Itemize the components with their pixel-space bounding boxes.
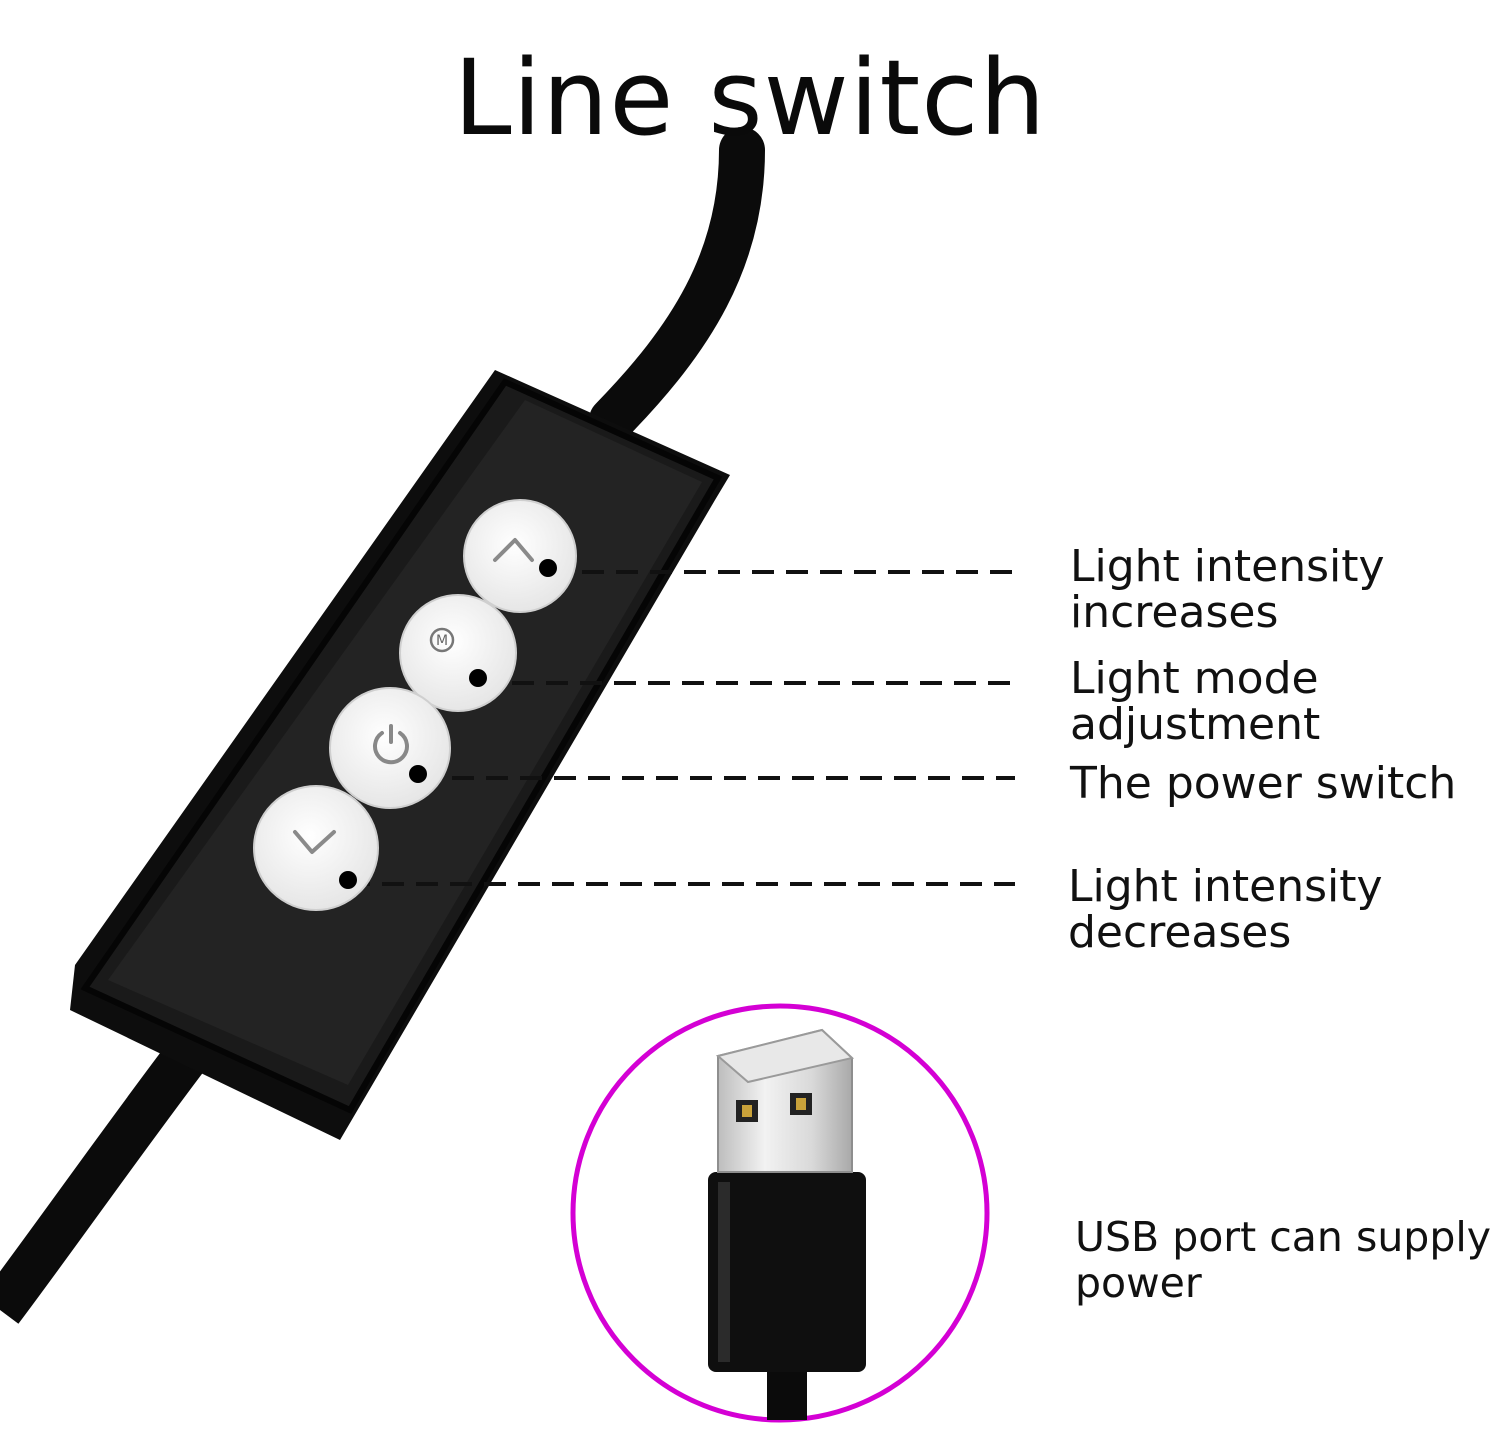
mode-m-icon: M [429, 627, 455, 653]
button-light-up[interactable] [463, 499, 577, 613]
usb-inset [570, 1003, 990, 1423]
chevron-up-icon [493, 538, 534, 562]
callout-line-2: power [1075, 1259, 1202, 1307]
callout-line-1: Light mode [1070, 653, 1319, 704]
callout-line-2: decreases [1068, 907, 1292, 958]
page-title: Line switch [453, 37, 1047, 159]
callout-usb-power: USB port can supply power [1075, 1214, 1491, 1306]
button-mode[interactable]: M [399, 594, 517, 712]
callout-line-1: USB port can supply [1075, 1213, 1492, 1261]
usb-plug-icon [708, 1028, 866, 1420]
power-icon [373, 724, 409, 765]
mode-m-glyph: M [436, 633, 448, 649]
callout-line-1: The power switch [1070, 758, 1457, 809]
cable-bottom [0, 1031, 214, 1324]
button-power[interactable] [329, 687, 451, 809]
callout-line-1: Light intensity [1068, 861, 1383, 912]
button-light-down[interactable] [253, 785, 379, 911]
callout-light-mode-adjustment: Light mode adjustment [1070, 656, 1320, 748]
leader-lines [348, 570, 1015, 886]
callout-power-switch: The power switch [1070, 761, 1456, 807]
cable-top [589, 127, 765, 443]
chevron-down-icon [293, 830, 336, 854]
callout-line-2: increases [1070, 587, 1279, 638]
callout-light-intensity-increases: Light intensity increases [1070, 544, 1385, 636]
callout-light-intensity-decreases: Light intensity decreases [1068, 864, 1383, 956]
callout-line-1: Light intensity [1070, 541, 1385, 592]
callout-line-2: adjustment [1070, 699, 1321, 750]
